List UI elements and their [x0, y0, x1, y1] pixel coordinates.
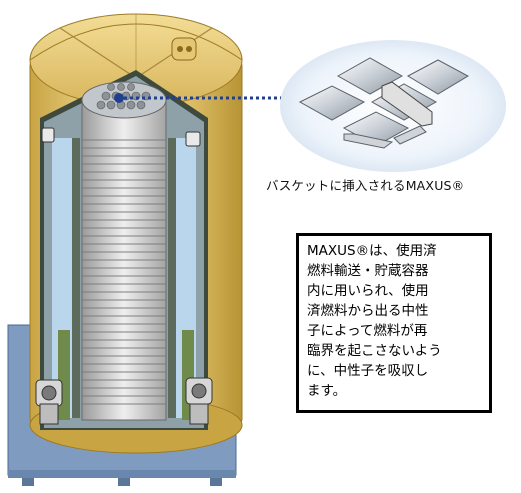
maxus-caption: バスケットに挿入されるMAXUS® — [266, 178, 465, 193]
info-line: 燃料輸送・貯蔵容器 — [307, 263, 429, 279]
lid-lifting-lug — [171, 37, 197, 61]
maxus-detail-view — [280, 40, 506, 172]
info-line: に、中性子を吸収し — [307, 363, 429, 379]
fuel-basket — [81, 81, 167, 421]
maxus-location-marker — [114, 93, 124, 103]
info-line: MAXUS®は、使用済 — [307, 243, 437, 259]
info-line: 内に用いられ、使用 — [307, 283, 429, 299]
trunnions — [35, 127, 213, 425]
info-line: 臨界を起こさないよう — [307, 343, 442, 359]
maxus-info-box: MAXUS®は、使用済 燃料輸送・貯蔵容器 内に用いられ、使用 済燃料から出る中… — [296, 233, 492, 413]
info-line: 子によって燃料が再 — [307, 323, 428, 339]
info-line: 済燃料から出る中性 — [307, 303, 429, 319]
info-line: ます。 — [307, 383, 347, 399]
